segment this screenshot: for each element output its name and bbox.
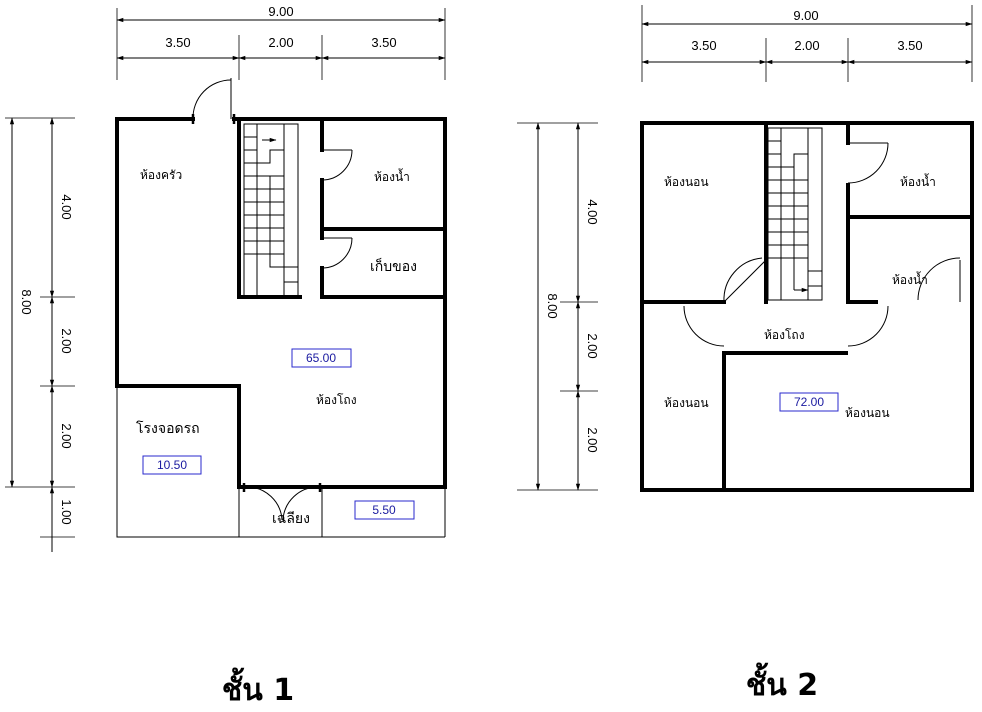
floor-1-top-dimensions: 9.00 3.50 2.00 3.50: [116, 4, 446, 80]
floor-1-depth-4: 1.00: [59, 499, 74, 524]
floor-2-top-dimensions: 9.00 3.50 2.00 3.50: [641, 5, 973, 82]
floor-1-stairs: [243, 123, 299, 297]
floor-1-garage-label: โรงจอดรถ: [136, 420, 200, 437]
floor-1-main-door: [191, 78, 236, 124]
floor-2-bedroom-se-label: ห้องนอน: [845, 406, 890, 420]
floor-1-kitchen-label: ห้องครัว: [140, 168, 182, 182]
floor-1-left-dimensions: 8.00 4.00 2.00 2.00 1.00: [5, 117, 75, 552]
floor-1-segment-3: 3.50: [371, 35, 396, 50]
floor-2-total-depth: 8.00: [545, 293, 560, 318]
floor-2-area-main: 72.00: [779, 392, 839, 412]
floor-2-depth-3: 2.00: [585, 427, 600, 452]
floor-1-area-porch: 5.50: [354, 500, 415, 520]
floor-2-stairs: [767, 127, 823, 301]
floor-1-segment-1: 3.50: [165, 35, 190, 50]
floor-1-depth-3: 2.00: [59, 423, 74, 448]
floor-2-segment-3: 3.50: [897, 38, 922, 53]
floor-2-depth-1: 4.00: [585, 199, 600, 224]
floor-1-porch-door: [242, 483, 322, 521]
floor-1-storage-label: เก็บของ: [370, 257, 417, 275]
floor-2-doors: [683, 142, 961, 347]
floor-1-living-label: ห้องโถง: [316, 393, 357, 407]
svg-text:5.50: 5.50: [372, 503, 396, 517]
floor-1-title: ชั้น 1: [222, 667, 294, 708]
floor-1-depth-2: 2.00: [59, 328, 74, 353]
svg-text:72.00: 72.00: [794, 395, 824, 409]
floor-2-hall-label: ห้องโถง: [764, 328, 805, 342]
floor-2-bedroom-sw-label: ห้องนอน: [664, 396, 709, 410]
floor-2-segment-1: 3.50: [691, 38, 716, 53]
floor-1-bathroom-door: [321, 149, 353, 269]
floor-2-depth-2: 2.00: [585, 333, 600, 358]
floor-2-bathroom-e-label: ห้องน้ำ: [892, 271, 928, 287]
floor-2-total-width: 9.00: [793, 8, 818, 23]
floor-1-porch-label: เฉลียง: [272, 511, 310, 527]
floor-2-bathroom-ne-label: ห้องน้ำ: [900, 173, 936, 189]
floor-2-walls: [640, 121, 974, 492]
floor-1-bathroom-label: ห้องน้ำ: [374, 168, 410, 184]
floor-2-plan: 9.00 3.50 2.00 3.50 8.00 4.00 2.00 2.00: [517, 5, 974, 703]
svg-text:10.50: 10.50: [157, 458, 187, 472]
floor-1-segment-2: 2.00: [268, 35, 293, 50]
floor-1-area-garage: 10.50: [142, 455, 202, 475]
floor-1-area-main: 65.00: [291, 348, 352, 368]
floor-2-left-dimensions: 8.00 4.00 2.00 2.00: [517, 122, 600, 491]
floor-2-title: ชั้น 2: [746, 662, 818, 703]
floor-2-segment-2: 2.00: [794, 38, 819, 53]
floor-1-plan: 9.00 3.50 2.00 3.50 8.00 4.00 2.00 2.00 …: [5, 4, 447, 708]
floor-2-bedroom-nw-label: ห้องนอน: [664, 175, 709, 189]
floor-1-total-depth: 8.00: [19, 289, 34, 314]
floor-1-total-width: 9.00: [268, 4, 293, 19]
floor-1-depth-1: 4.00: [59, 194, 74, 219]
floor-1-walls: [115, 117, 447, 538]
svg-text:65.00: 65.00: [306, 351, 336, 365]
